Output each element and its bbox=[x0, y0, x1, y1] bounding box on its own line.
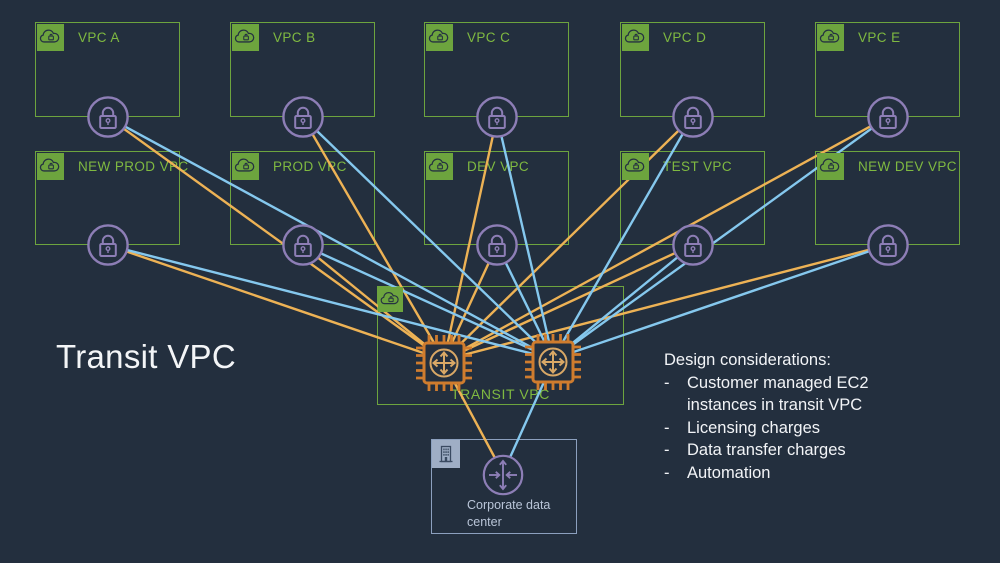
vpc-cloud-icon bbox=[426, 24, 453, 51]
design-considerations: Design considerations: - Customer manage… bbox=[664, 349, 964, 484]
vpc-box-label: VPC A bbox=[78, 30, 120, 45]
vpc-cloud-icon bbox=[817, 153, 844, 180]
vpc-box-label: NEW DEV VPC bbox=[858, 159, 957, 174]
bullet-dash: - bbox=[664, 441, 670, 459]
vpc-box-label: PROD VPC bbox=[273, 159, 347, 174]
transit-vpc-label: TRANSIT VPC bbox=[451, 386, 550, 402]
lock-icon bbox=[86, 223, 130, 267]
lock-icon bbox=[671, 95, 715, 139]
vpc-cloud-icon bbox=[37, 24, 64, 51]
vpc-cloud-icon bbox=[817, 24, 844, 51]
bullet-dash: - bbox=[664, 418, 670, 437]
vpc-cloud-icon bbox=[426, 153, 453, 180]
bullet-dash: - bbox=[664, 373, 670, 392]
vpc-box-label: VPC B bbox=[273, 30, 316, 45]
lock-icon bbox=[281, 95, 325, 139]
gateway-router-icon bbox=[481, 453, 525, 497]
vpc-box-label: DEV VPC bbox=[467, 159, 530, 174]
vpc-cloud-icon bbox=[37, 153, 64, 180]
vpc-cloud-icon bbox=[378, 287, 403, 312]
design-bullet: - Automation bbox=[664, 462, 964, 485]
ec2-router-chip-icon bbox=[525, 334, 581, 390]
transit-vpc-box: TRANSIT VPC bbox=[377, 286, 624, 405]
slide-title: Transit VPC bbox=[56, 338, 236, 375]
vpc-cloud-icon bbox=[622, 153, 649, 180]
ec2-router-chip-icon bbox=[416, 335, 472, 391]
vpc-box-label: NEW PROD VPC bbox=[78, 159, 189, 174]
design-considerations-heading: Design considerations: bbox=[664, 351, 831, 369]
lock-icon bbox=[475, 95, 519, 139]
vpc-box-label: VPC D bbox=[663, 30, 707, 45]
lock-icon bbox=[866, 223, 910, 267]
design-bullet: - Data transfer charges bbox=[664, 439, 964, 462]
lock-icon bbox=[86, 95, 130, 139]
bullet-dash: - bbox=[664, 463, 670, 482]
vpc-box-label: VPC E bbox=[858, 30, 901, 45]
vpc-box-label: TEST VPC bbox=[663, 159, 732, 174]
lock-icon bbox=[671, 223, 715, 267]
design-bullet: - Licensing charges bbox=[664, 417, 964, 440]
vpc-box-label: VPC C bbox=[467, 30, 511, 45]
vpc-cloud-icon bbox=[232, 153, 259, 180]
building-icon bbox=[432, 440, 460, 468]
corporate-data-center-label: Corporate data center bbox=[467, 498, 551, 529]
lock-icon bbox=[866, 95, 910, 139]
vpc-cloud-icon bbox=[232, 24, 259, 51]
vpc-cloud-icon bbox=[622, 24, 649, 51]
lock-icon bbox=[475, 223, 519, 267]
lock-icon bbox=[281, 223, 325, 267]
design-bullet: - Customer managed EC2 instances in tran… bbox=[664, 372, 964, 417]
